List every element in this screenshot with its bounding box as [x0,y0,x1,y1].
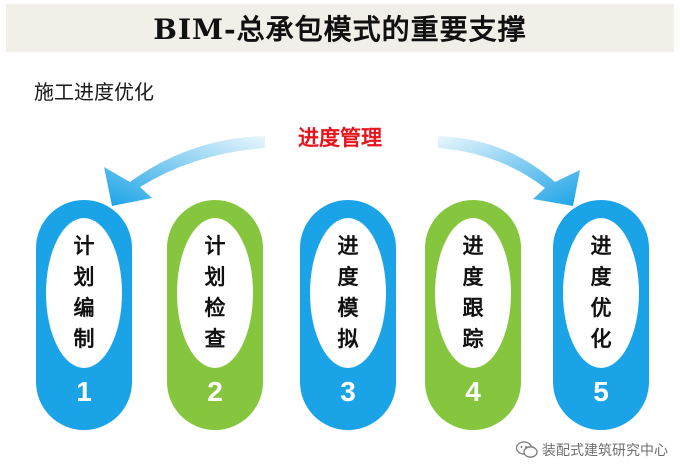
step-number: 2 [207,376,223,407]
step-label: 计划检查 [204,234,226,351]
progress-management-label: 进度管理 [298,126,382,150]
right-curved-arrow [438,136,580,206]
step-2-capsule: 计划检查 2 [167,200,263,430]
left-curved-arrow [104,136,265,206]
step-label: 计划编制 [73,234,95,351]
step-oval: 进度模拟 [310,218,386,368]
watermark: 装配式建筑研究中心 [516,440,668,460]
step-label: 进度模拟 [337,234,359,351]
step-number: 1 [76,376,92,407]
step-oval: 计划检查 [177,218,253,368]
step-3-capsule: 进度模拟 3 [300,200,396,430]
page-title: BIM-总承包模式的重要支撑 [153,13,527,46]
section-subtitle: 施工进度优化 [34,80,154,104]
step-oval: 进度优化 [563,218,639,368]
step-4-capsule: 进度跟踪 4 [425,200,521,430]
step-number: 5 [593,376,609,407]
step-1-capsule: 计划编制 1 [36,200,132,430]
step-oval: 进度跟踪 [435,218,511,368]
step-label: 进度跟踪 [462,234,484,351]
step-oval: 计划编制 [46,218,122,368]
wechat-icon [516,441,538,458]
step-number: 3 [340,376,356,407]
step-number: 4 [465,376,481,407]
step-5-capsule: 进度优化 5 [553,200,649,430]
watermark-text: 装配式建筑研究中心 [542,443,668,459]
title-bar: BIM-总承包模式的重要支撑 [6,4,674,52]
step-label: 进度优化 [590,234,612,351]
